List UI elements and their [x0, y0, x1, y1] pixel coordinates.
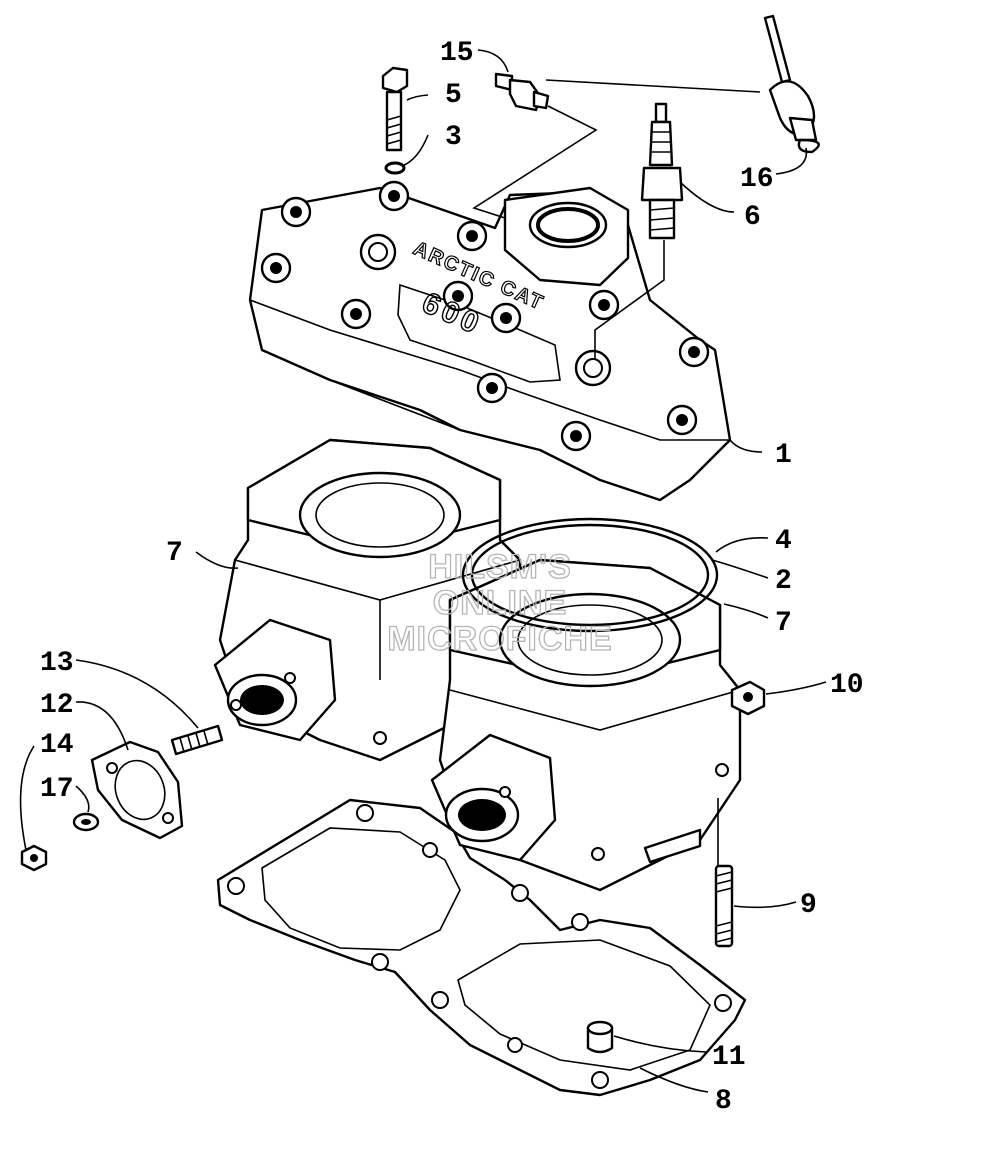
- gasket-hole: [227, 877, 245, 895]
- exhaust-washer: [72, 812, 100, 832]
- watermark-line-3: MICROFICHE: [387, 620, 612, 658]
- callout-7-rear: 7: [166, 538, 183, 569]
- cylinder-head: ARCTIC CAT 600: [248, 180, 732, 502]
- leader-9: [733, 901, 797, 909]
- callout-4: 4: [775, 526, 792, 557]
- head-bolt-boss: [260, 180, 710, 452]
- leader-3: [401, 134, 429, 167]
- watermark-line-2: ONLINE: [433, 584, 567, 622]
- exhaust-nut-bore: [30, 854, 38, 862]
- leader-2: [711, 559, 769, 579]
- cylinder-front: [430, 558, 742, 892]
- leader-8: [639, 1067, 709, 1093]
- leader-14: [19, 745, 35, 851]
- dowel-pin: [586, 1020, 614, 1054]
- head-gasket-ring: [470, 523, 710, 627]
- leader-15: [477, 49, 509, 73]
- cable-tie: [763, 14, 820, 154]
- callout-7-front: 7: [775, 608, 792, 639]
- callout-5: 5: [445, 80, 462, 111]
- leader-10: [765, 681, 827, 695]
- callout-8: 8: [715, 1086, 732, 1117]
- cylinder-bolt-hole: [591, 847, 605, 861]
- callout-10: 10: [830, 670, 864, 701]
- gasket-hole: [507, 1037, 523, 1053]
- leader-12: [75, 701, 129, 751]
- gasket-hole: [422, 842, 438, 858]
- callout-6: 6: [744, 202, 761, 233]
- leader-7-front: [723, 603, 769, 619]
- cylinder-bolt-hole: [373, 731, 387, 745]
- callout-3: 3: [445, 122, 462, 153]
- assembly-line-sensor-head: [472, 105, 598, 219]
- leader-6: [679, 181, 735, 213]
- gasket-hole: [591, 1071, 609, 1089]
- leader-7-rear: [195, 551, 239, 569]
- leader-lines: [19, 49, 827, 1093]
- watermark: HILSM'S ONLINE MICROFICHE: [387, 547, 613, 658]
- callout-labels: 1 2 3 4 5 6 7 7 8 9 10 11 12 13 14 15 16…: [40, 38, 864, 1117]
- gasket-hole: [162, 812, 174, 824]
- cylinder-rear: [213, 438, 522, 762]
- cylinder-stud: [714, 864, 734, 948]
- callout-16: 16: [740, 164, 774, 195]
- callout-15: 15: [440, 38, 474, 69]
- callout-17: 17: [40, 774, 74, 805]
- callout-2: 2: [775, 566, 792, 597]
- callout-12: 12: [40, 690, 74, 721]
- gasket-hole: [571, 913, 589, 931]
- callout-9: 9: [800, 890, 817, 921]
- leader-17: [75, 785, 90, 813]
- cylinder-bolt-hole: [715, 763, 729, 777]
- base-gasket: [216, 798, 747, 1097]
- cylinder-bolt-hole: [499, 786, 511, 798]
- o-ring: [461, 517, 719, 633]
- leader-11: [613, 1035, 707, 1053]
- gasket-hole: [714, 994, 732, 1012]
- assembly-line-plug-head: [594, 240, 665, 360]
- callout-14: 14: [40, 730, 74, 761]
- leader-4: [715, 536, 769, 553]
- flange-nut: [730, 680, 766, 716]
- spark-plug: [640, 102, 684, 240]
- head-bolt: [381, 66, 409, 152]
- leader-16: [775, 147, 808, 175]
- gasket-hole: [431, 991, 449, 1009]
- gasket-hole: [511, 884, 529, 902]
- assembly-line-sensor-clamp: [545, 79, 761, 93]
- callout-13: 13: [40, 648, 74, 679]
- exhaust-stud: [170, 724, 224, 756]
- callout-11: 11: [712, 1042, 746, 1073]
- leader-1: [729, 439, 763, 453]
- leader-13: [75, 659, 199, 729]
- exhaust-gasket: [90, 740, 184, 840]
- watermark-line-1: HILSM'S: [428, 548, 572, 586]
- gasket-hole: [106, 762, 118, 774]
- cylinder-bolt-hole: [230, 699, 242, 711]
- washer: [384, 161, 406, 175]
- gasket-hole: [356, 804, 374, 822]
- callout-1: 1: [775, 440, 792, 471]
- gasket-hole: [371, 953, 389, 971]
- leader-5: [406, 94, 429, 101]
- cylinder-bolt-hole: [284, 672, 296, 684]
- temperature-sensor: [494, 72, 550, 112]
